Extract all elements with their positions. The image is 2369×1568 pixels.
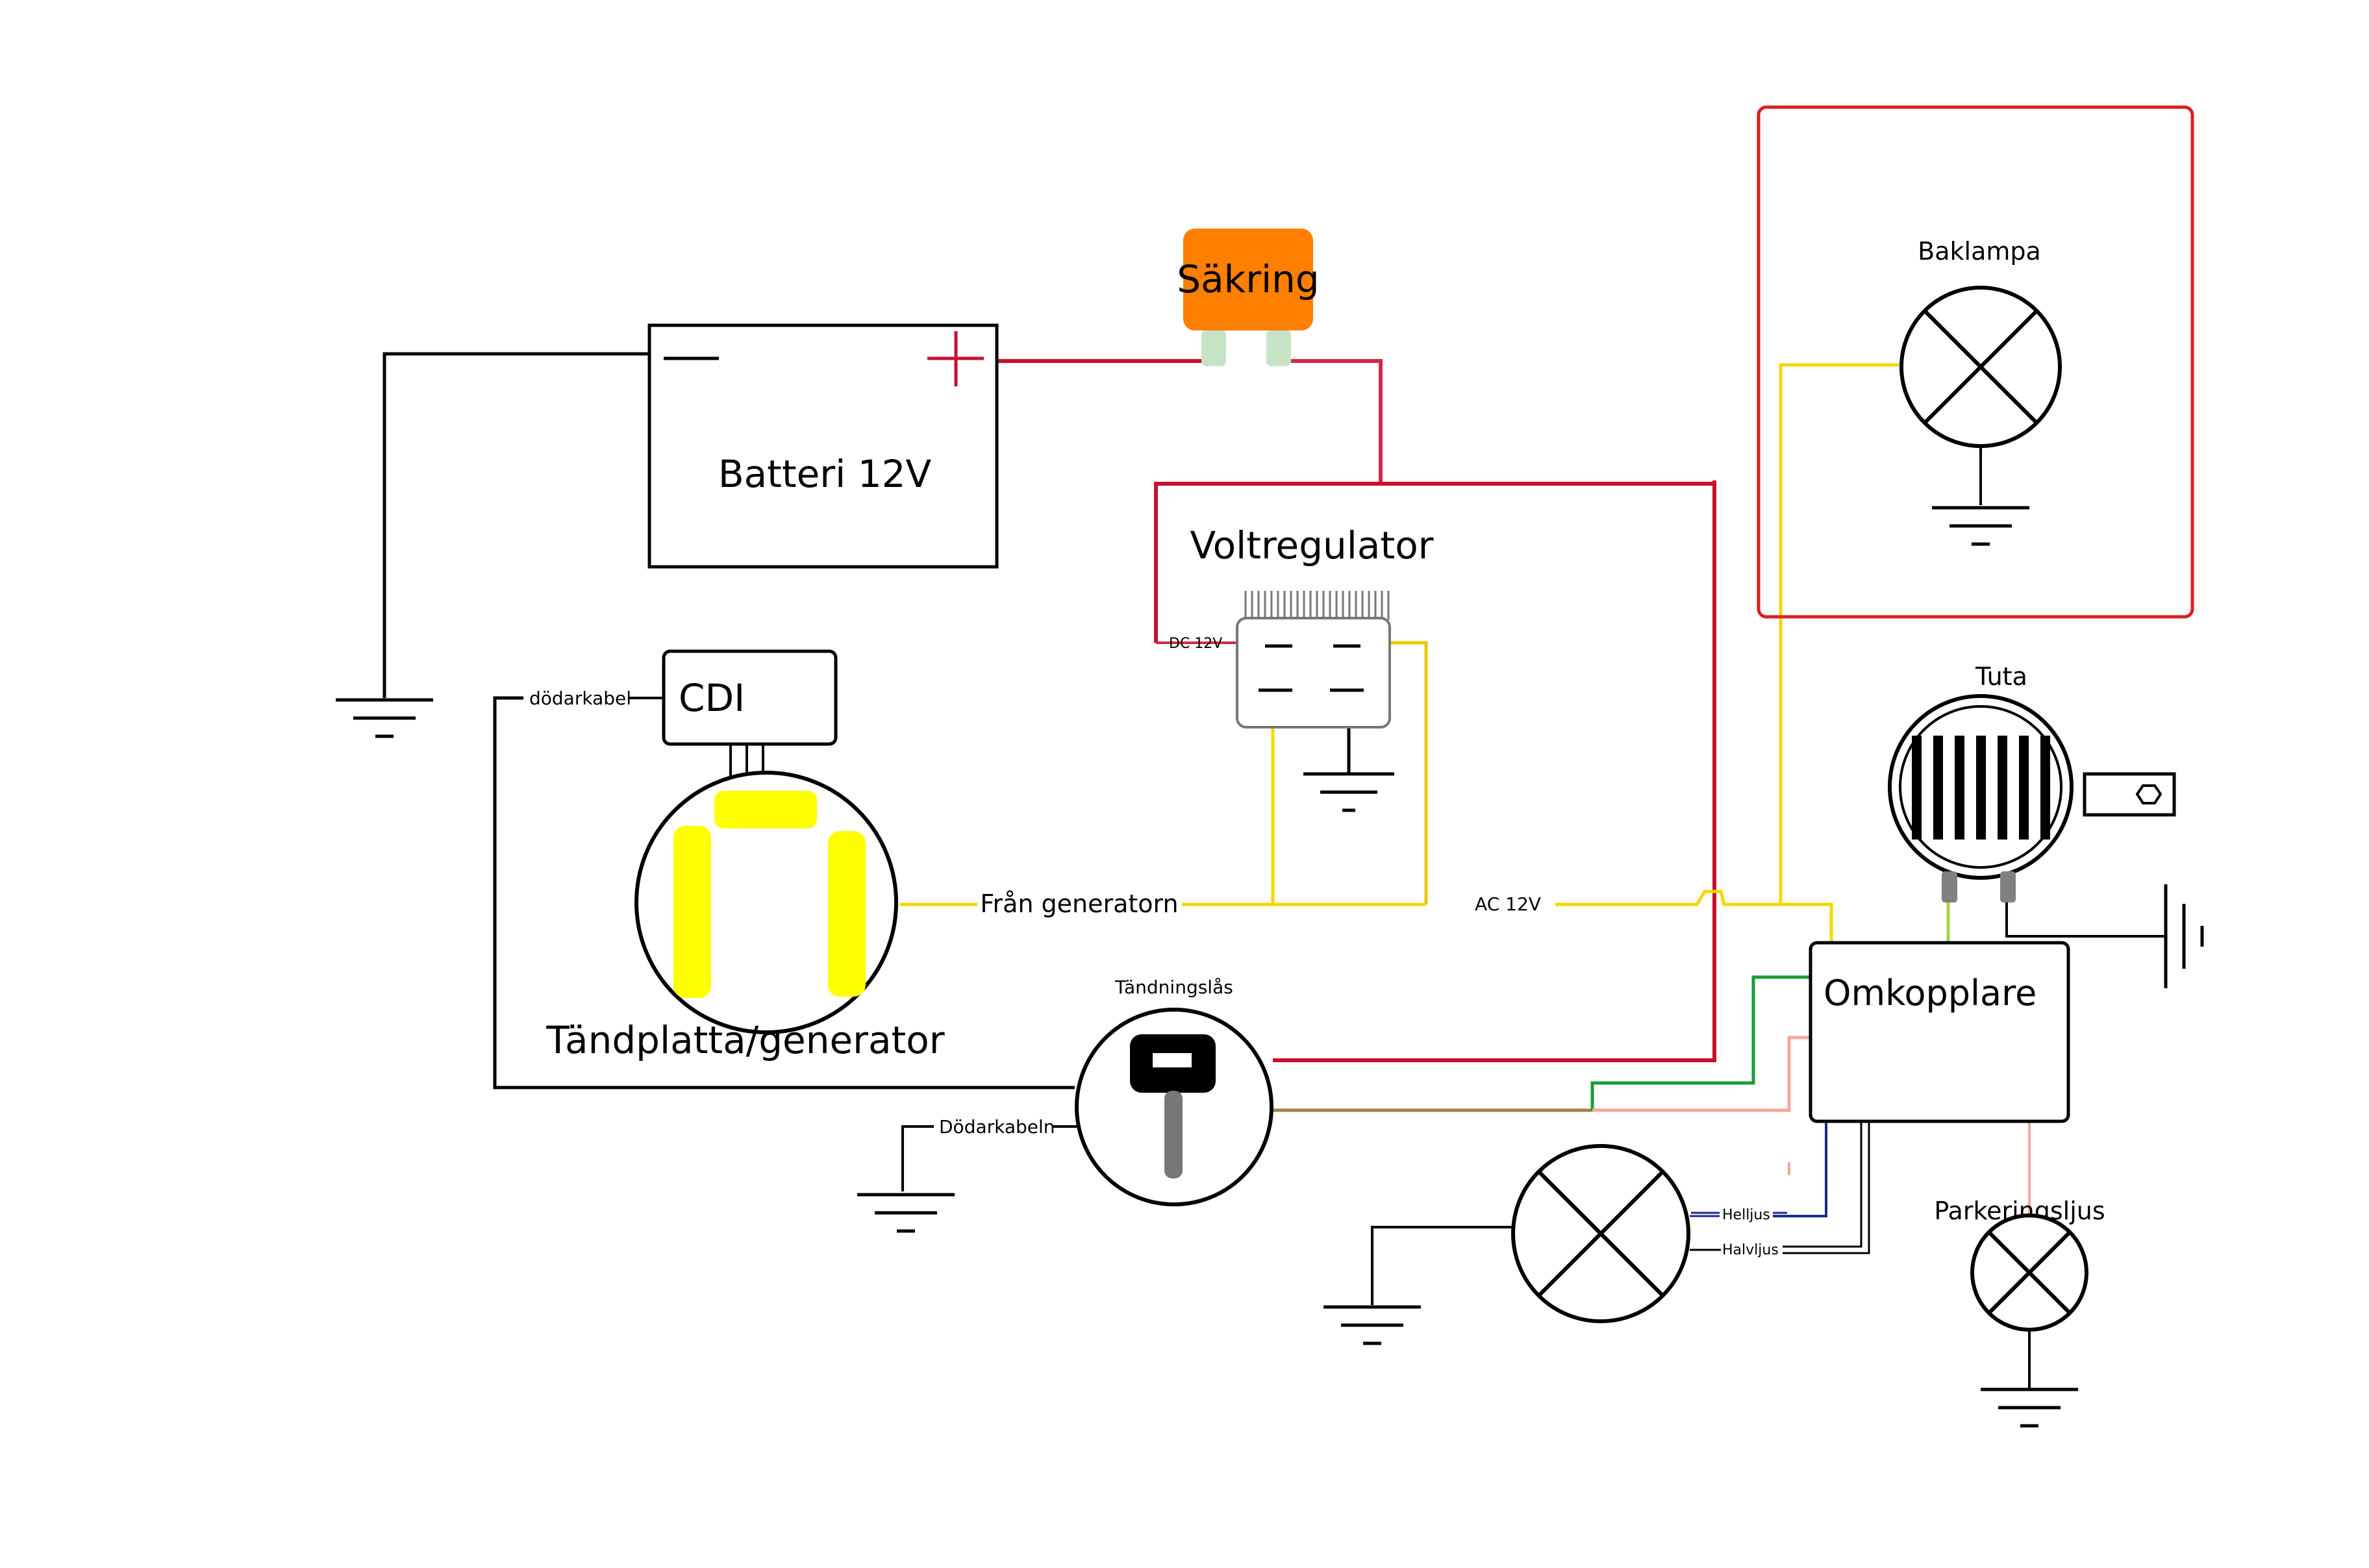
wire-battery-ground	[382, 352, 649, 698]
ignition-label: Tändningslås	[1114, 977, 1233, 998]
fuse-pin-right	[1266, 330, 1291, 366]
ground-icon	[1932, 506, 2029, 546]
cdi-kill-label-bg	[525, 687, 629, 709]
wire-fuse-to-junction	[1273, 359, 1383, 482]
ground-icon	[1303, 772, 1394, 812]
wire-high-beam-2	[1773, 1120, 1827, 1217]
horn-label: Tuta	[1975, 662, 2027, 691]
cdi: CDI dödarkabel	[525, 649, 838, 782]
generator: Tändplatta/generator Från generatorn AC …	[545, 771, 1541, 1062]
wire-low-beam-3	[1783, 1120, 1870, 1254]
lamp-icon	[1899, 286, 2062, 448]
horn: Tuta	[1888, 662, 2176, 902]
wire-horn-ground	[2005, 899, 2166, 938]
wire-generator-ac-3	[1555, 890, 1833, 943]
wires	[382, 352, 2166, 1388]
generator-output-label: Från generatorn	[980, 890, 1178, 918]
battery-plus	[927, 331, 984, 386]
regulator-body	[1236, 617, 1391, 728]
key-icon	[1130, 1034, 1216, 1178]
headlight: Helljus Halvljus	[1511, 1144, 1783, 1323]
wire-headlight-ground	[1371, 1226, 1513, 1305]
generator-coil-top	[714, 791, 817, 828]
low-beam-label: Halvljus	[1722, 1242, 1779, 1258]
fuse-icon	[1183, 229, 1313, 330]
generator-ac-label: AC 12V	[1475, 893, 1541, 915]
fuse-label: Säkring	[1177, 257, 1319, 301]
cdi-label: CDI	[679, 676, 745, 720]
tail-lamp-box	[1757, 105, 2194, 619]
switch-label: Omkopplare	[1824, 973, 2037, 1014]
switch-box: Omkopplare	[1809, 941, 2070, 1123]
wire-low-beam-2	[1783, 1120, 1862, 1248]
high-beam-label-bg	[1720, 1204, 1773, 1224]
wire-ignition-kill-2	[901, 1125, 934, 1191]
wire-pink	[1592, 1036, 1812, 1112]
fuse-pin-left	[1201, 330, 1226, 366]
battery-icon	[647, 323, 999, 569]
cdi-kill-label: dödarkabel	[529, 688, 631, 709]
ground-icon	[857, 1193, 955, 1233]
tail-lamp: Baklampa	[1899, 237, 2062, 448]
wire-green	[1590, 975, 1812, 1110]
regulator-heatsink	[1244, 591, 1390, 620]
ignition-kill-label: Dödarkabeln	[939, 1116, 1055, 1138]
cdi-box	[662, 649, 838, 746]
ground-symbols	[336, 506, 2204, 1428]
ignition-switch: Tändningslås Dödarkabeln	[935, 977, 1273, 1206]
ground-icon	[2164, 884, 2204, 988]
low-beam-label-bg	[1721, 1239, 1783, 1258]
voltage-regulator: Voltregulator DC 12V	[1169, 523, 1434, 728]
generator-label: Tändplatta/generator	[545, 1018, 944, 1062]
parking-light: Parkeringsljus	[1934, 1197, 2105, 1332]
lamp-icon	[1970, 1213, 2088, 1332]
regulator-pins	[1259, 644, 1364, 692]
switch-body	[1809, 941, 2070, 1123]
tail-lamp-label: Baklampa	[1918, 237, 2041, 266]
battery-label: Batteri 12V	[718, 452, 932, 496]
wire-tail-lamp-feed	[1779, 363, 1903, 904]
wire-dc12v-feed	[1154, 482, 1714, 643]
wire-positive-to-ignition	[1273, 480, 1716, 1062]
lamp-icon	[1511, 1144, 1690, 1323]
regulator-label: Voltregulator	[1190, 523, 1433, 567]
ground-icon	[1981, 1388, 2078, 1428]
ignition-kill-label-bg	[935, 1115, 1051, 1138]
high-beam-label: Helljus	[1722, 1207, 1770, 1223]
wire-cdi-kill-2	[493, 696, 1075, 1089]
generator-coil-right	[828, 831, 866, 997]
horn-icon	[1888, 694, 2176, 902]
battery: Batteri 12V	[647, 323, 999, 569]
regulator-dc-label: DC 12V	[1169, 636, 1222, 652]
fuse: Säkring	[1177, 229, 1320, 366]
ground-icon	[336, 698, 433, 738]
ground-icon	[1323, 1305, 1421, 1345]
generator-coil-left	[673, 826, 711, 998]
